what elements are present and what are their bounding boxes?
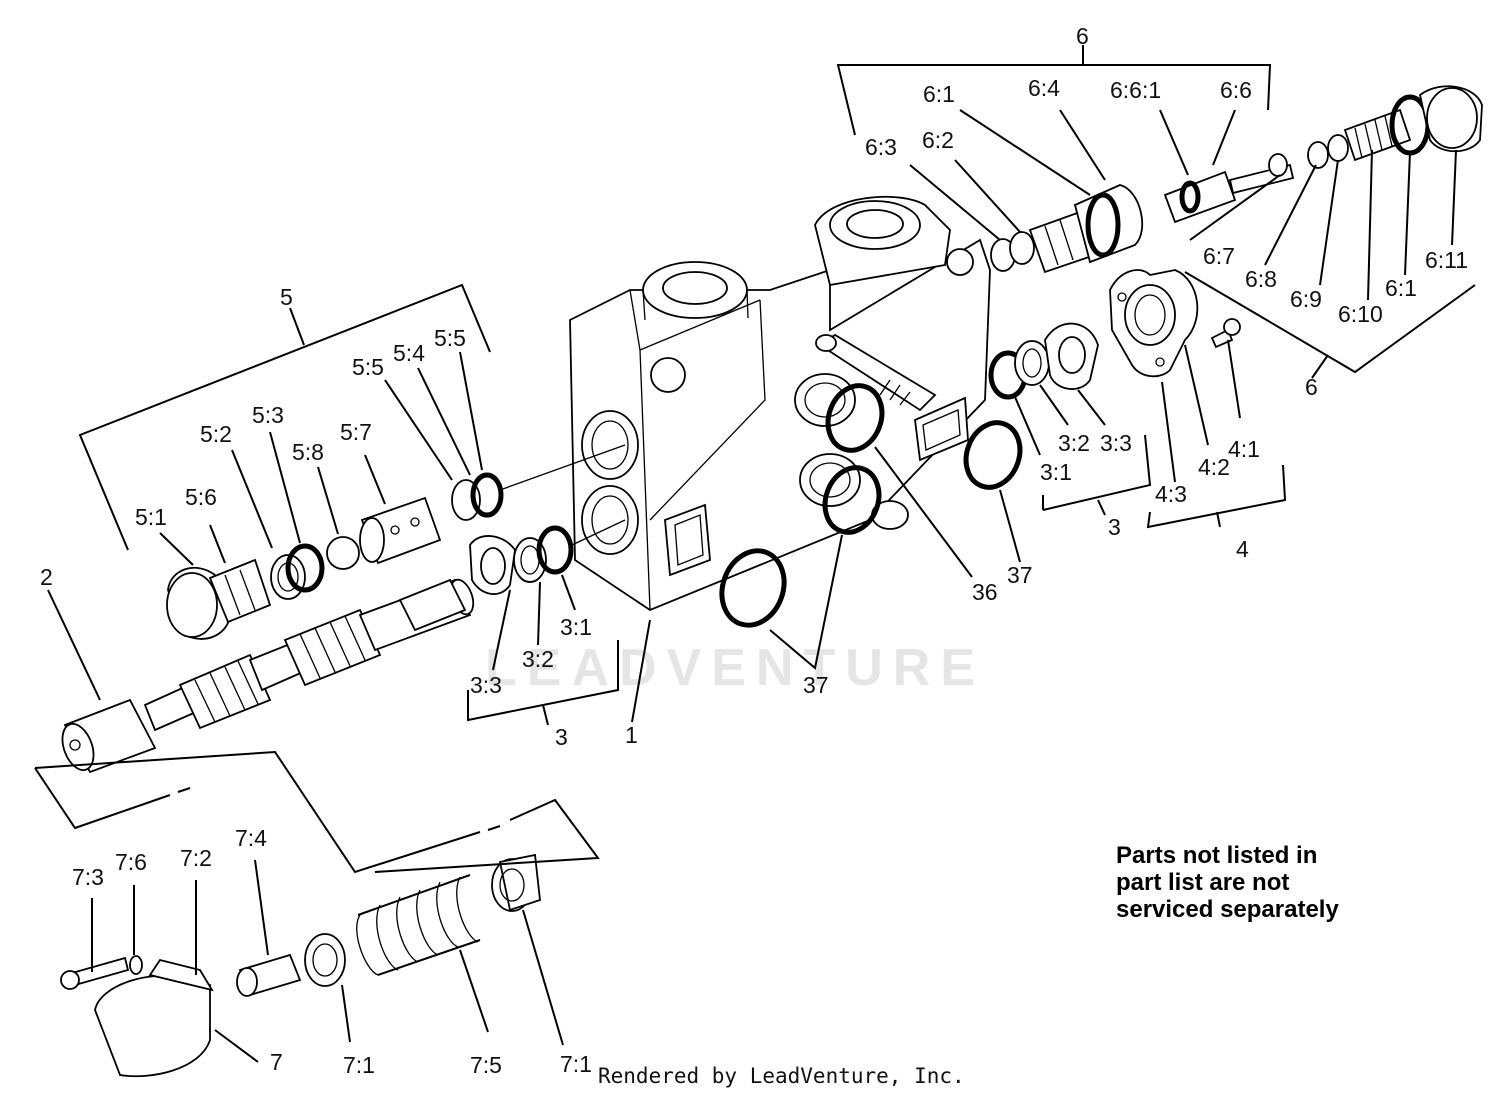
check-valve-assembly <box>990 85 1483 274</box>
label-4-2: 4:2 <box>1198 454 1230 480</box>
label-4: 4 <box>1236 536 1249 562</box>
label-6-7: 6:7 <box>1203 243 1235 269</box>
label-4-1: 4:1 <box>1228 436 1260 462</box>
label-3-1b: 3:1 <box>1040 459 1072 485</box>
label-7-5: 7:5 <box>470 1052 502 1078</box>
label-6-4: 6:4 <box>1028 75 1060 101</box>
label-7-2: 7:2 <box>180 845 212 871</box>
label-6-9: 6:9 <box>1290 286 1322 312</box>
label-36: 36 <box>972 579 998 605</box>
label-6-2: 6:2 <box>922 127 954 153</box>
label-5-3: 5:3 <box>252 402 284 428</box>
label-6-10: 6:10 <box>1338 301 1383 327</box>
note-line-1: Parts not listed in <box>1116 842 1317 869</box>
label-5-5b: 5:5 <box>434 325 466 351</box>
label-5-8: 5:8 <box>292 439 324 465</box>
leader-lines <box>34 45 1476 1063</box>
label-6-1: 6:1 <box>923 81 955 107</box>
note-line-3: serviced separately <box>1116 896 1339 923</box>
relief-valve-assembly <box>166 444 626 640</box>
spool-assembly <box>61 578 475 774</box>
label-3-1a: 3:1 <box>560 614 592 640</box>
part-labels: 6 6:1 6:4 6:6:1 6:6 6:3 6:2 6:7 6:8 6:9 … <box>40 23 1468 1078</box>
label-6-8: 6:8 <box>1245 266 1277 292</box>
label-5-7: 5:7 <box>340 419 372 445</box>
valve-body <box>569 195 991 612</box>
label-37a: 37 <box>803 672 829 698</box>
label-5-1: 5:1 <box>135 504 167 530</box>
service-note: Parts not listed in part list are not se… <box>1116 842 1339 923</box>
label-2: 2 <box>40 564 53 590</box>
label-6-3: 6:3 <box>865 134 897 160</box>
render-credit: Rendered by LeadVenture, Inc. <box>598 1064 965 1088</box>
label-7-1b: 7:1 <box>560 1051 592 1077</box>
label-4-3: 4:3 <box>1155 481 1187 507</box>
label-3-2a: 3:2 <box>522 646 554 672</box>
label-5: 5 <box>280 284 293 310</box>
label-7-1a: 7:1 <box>343 1052 375 1078</box>
label-6-1b: 6:1 <box>1385 275 1417 301</box>
label-7-6: 7:6 <box>115 849 147 875</box>
watermark-text: LEADVENTURE <box>485 639 985 697</box>
label-3-3b: 3:3 <box>1100 430 1132 456</box>
label-6-top: 6 <box>1076 23 1089 49</box>
label-5-4: 5:4 <box>393 340 425 366</box>
label-37b: 37 <box>1007 562 1033 588</box>
note-line-2: part list are not <box>1116 869 1289 896</box>
label-5-2: 5:2 <box>200 421 232 447</box>
label-7-3: 7:3 <box>72 864 104 890</box>
label-6-6: 6:6 <box>1220 77 1252 103</box>
label-6-bottom: 6 <box>1305 374 1318 400</box>
end-cap-assembly <box>60 853 541 1078</box>
label-6-6-1: 6:6:1 <box>1110 77 1161 103</box>
label-7-4: 7:4 <box>235 825 267 851</box>
label-6-11: 6:11 <box>1425 247 1468 273</box>
seal-kit-right <box>988 322 1099 400</box>
seal-kit-left <box>469 519 626 595</box>
flange-group <box>1109 269 1241 378</box>
label-3-3a: 3:3 <box>470 672 502 698</box>
o-rings-37 <box>719 383 1023 628</box>
label-3-2b: 3:2 <box>1058 430 1090 456</box>
label-7: 7 <box>270 1049 283 1075</box>
label-3b: 3 <box>1108 514 1121 540</box>
label-5-5a: 5:5 <box>352 354 384 380</box>
label-3a: 3 <box>555 724 568 750</box>
label-1: 1 <box>625 722 638 748</box>
label-5-6: 5:6 <box>185 484 217 510</box>
